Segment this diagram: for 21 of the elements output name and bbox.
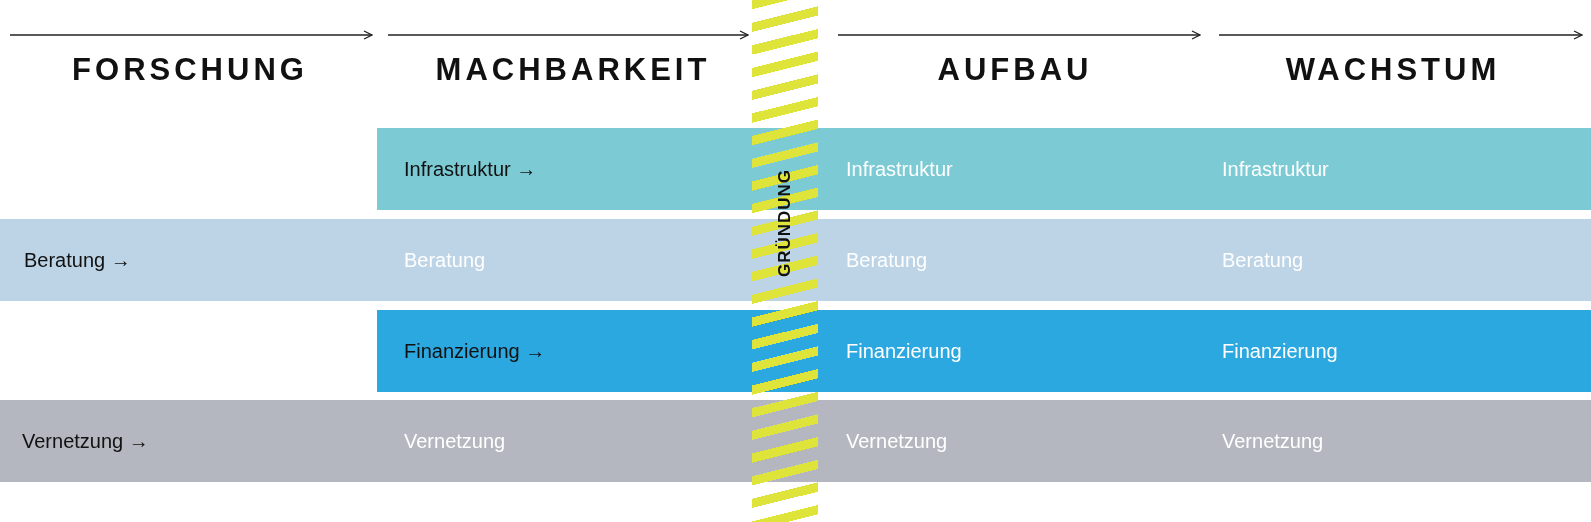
band-label: Beratung → bbox=[24, 248, 131, 272]
band-text: Infrastruktur bbox=[1222, 157, 1329, 181]
service-band bbox=[0, 400, 1591, 482]
band-label: Vernetzung → bbox=[22, 429, 149, 453]
service-band bbox=[377, 310, 1591, 392]
phase-heading: FORSCHUNG bbox=[72, 52, 308, 88]
band-label: Finanzierung → bbox=[404, 339, 546, 363]
band-text: Infrastruktur bbox=[846, 157, 953, 181]
band-text: Finanzierung bbox=[846, 339, 962, 363]
band-text: Beratung bbox=[1222, 248, 1304, 272]
phase-heading: WACHSTUM bbox=[1285, 52, 1501, 88]
band-text: Finanzierung bbox=[1222, 339, 1338, 363]
band-text: Vernetzung bbox=[1222, 429, 1324, 453]
phase-heading: AUFBAU bbox=[937, 52, 1093, 88]
band-text: Beratung bbox=[846, 248, 928, 272]
band-text: Vernetzung bbox=[404, 429, 506, 453]
band-text: Beratung bbox=[404, 248, 486, 272]
milestone-label: GRÜNDUNG bbox=[775, 168, 795, 278]
band-text: Vernetzung bbox=[846, 429, 948, 453]
band-label: Infrastruktur → bbox=[404, 157, 537, 181]
phase-heading: MACHBARKEIT bbox=[435, 52, 711, 88]
